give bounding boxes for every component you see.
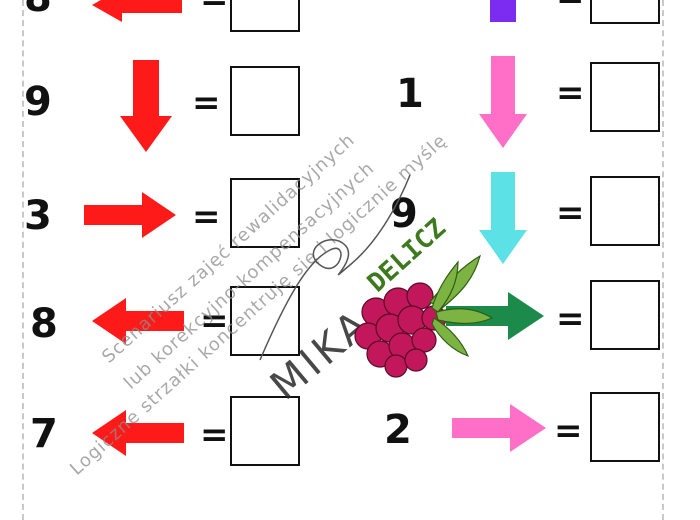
arrow-down-icon (490, 0, 516, 22)
answer-box[interactable] (230, 66, 300, 136)
answer-box[interactable] (230, 178, 300, 248)
exercise-number: 8 (30, 301, 58, 347)
equals-sign: = (556, 299, 585, 339)
exercise-number: 7 (30, 411, 58, 457)
equals-sign: = (192, 197, 221, 237)
answer-box[interactable] (590, 280, 660, 350)
equals-sign: = (200, 301, 229, 341)
exercise-number: 2 (384, 407, 412, 453)
arrow-left-icon (92, 298, 184, 344)
arrow-right-icon (446, 292, 544, 340)
answer-box[interactable] (590, 392, 660, 462)
exercise-number: 8 (24, 0, 52, 18)
answer-box[interactable] (590, 62, 660, 132)
equals-sign: = (556, 0, 585, 14)
answer-box[interactable] (230, 286, 300, 356)
equals-sign: = (556, 193, 585, 233)
equals-sign: = (200, 415, 229, 455)
arrow-left-icon (92, 0, 182, 22)
answer-box[interactable] (590, 176, 660, 246)
arrow-down-icon (479, 56, 527, 148)
answer-box[interactable] (590, 0, 660, 24)
equals-sign: = (556, 73, 585, 113)
arrow-right-icon (452, 404, 546, 452)
equals-sign: = (192, 83, 221, 123)
arrow-down-icon (120, 60, 172, 152)
equals-sign: = (554, 411, 583, 451)
answer-box[interactable] (230, 396, 300, 466)
exercise-number: 1 (396, 71, 424, 117)
arrow-right-icon (84, 192, 176, 238)
page-edge-left (22, 0, 24, 520)
exercise-number: 9 (390, 191, 418, 237)
exercise-number: 3 (24, 193, 52, 239)
arrow-left-icon (92, 410, 184, 456)
exercise-number: 9 (24, 79, 52, 125)
answer-box[interactable] (230, 0, 300, 32)
arrow-down-icon (479, 172, 527, 264)
page-edge-right (662, 0, 664, 520)
equals-sign: = (200, 0, 229, 16)
